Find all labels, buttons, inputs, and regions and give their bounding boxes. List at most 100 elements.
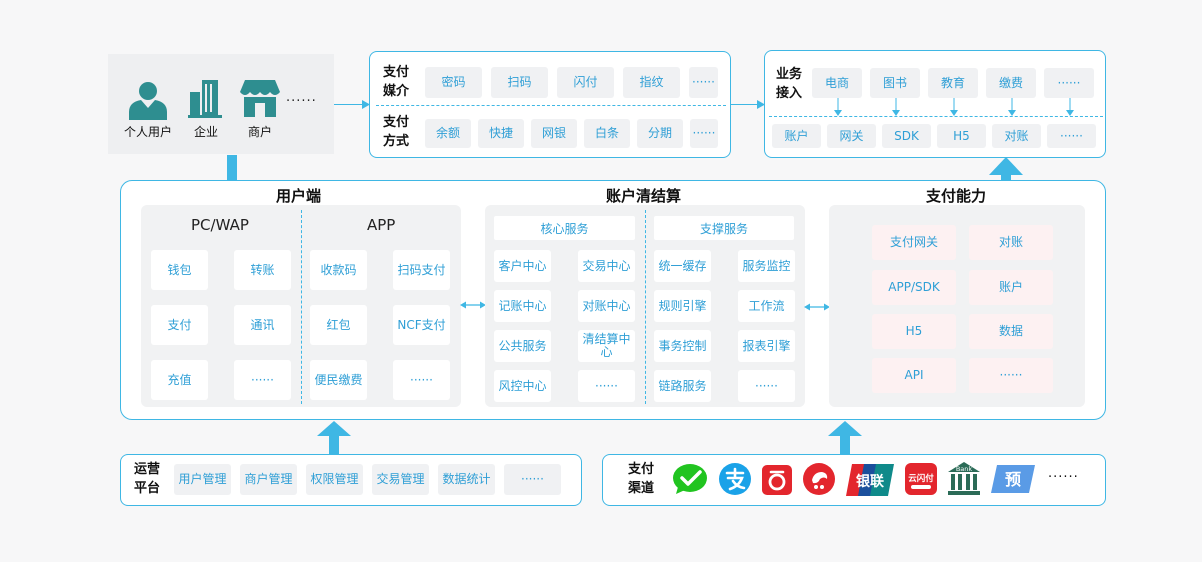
media-item-flash[interactable]: 闪付 [557,67,614,98]
wechat-pay-icon[interactable] [672,463,708,495]
core-item-clearing[interactable]: 清结算中 心 [578,330,635,362]
cap-item-more[interactable]: ······ [969,358,1053,393]
core-item-reconcile[interactable]: 对账中心 [578,290,635,322]
cap-item-reconcile[interactable]: 对账 [969,225,1053,260]
up-arrow-ops-icon [317,421,351,455]
support-item-rules[interactable]: 规则引擎 [654,290,711,322]
bank-icon[interactable]: Bank [947,460,981,496]
support-item-tracing[interactable]: 链路服务 [654,370,711,402]
method-label: 支付 方式 [383,115,410,149]
media-item-fingerprint[interactable]: 指纹 [623,67,680,98]
support-item-transaction[interactable]: 事务控制 [654,330,711,362]
cap-item-gateway[interactable]: 支付网关 [872,225,956,260]
ops-item-merchants[interactable]: 商户管理 [240,464,297,495]
pc-item-topup[interactable]: 充值 [151,360,208,400]
business-label: 业务 接入 [776,67,803,101]
method-item-ebank[interactable]: 网银 [531,119,577,148]
cap-item-h5[interactable]: H5 [872,314,956,349]
ops-item-trades[interactable]: 交易管理 [372,464,429,495]
pc-item-more[interactable]: ······ [234,360,291,400]
person-icon [129,82,167,120]
user-label-merchant: 商户 [247,125,272,139]
cap-item-data[interactable]: 数据 [969,314,1053,349]
ops-label: 运营 平台 [134,462,161,496]
pc-item-wallet[interactable]: 钱包 [151,250,208,290]
pc-item-comm[interactable]: 通讯 [234,305,291,345]
media-label: 支付 媒介 [383,65,410,99]
shop-icon [240,80,280,117]
user-end-divider [301,210,302,404]
business-item-more[interactable]: ······ [1044,68,1094,98]
support-item-cache[interactable]: 统一缓存 [654,250,711,282]
bank-text: Bank [956,465,973,473]
core-item-trade[interactable]: 交易中心 [578,250,635,282]
user-label-individual: 个人用户 [123,125,172,139]
business-sub-gateway[interactable]: 网关 [827,124,876,148]
business-sub-more[interactable]: ······ [1047,124,1096,148]
media-item-more[interactable]: ······ [689,67,718,98]
app-item-red-packet[interactable]: 红包 [310,305,367,345]
building-icon [188,80,222,118]
app-item-scan-pay[interactable]: 扫码支付 [393,250,450,290]
cap-item-account[interactable]: 账户 [969,270,1053,305]
method-item-more[interactable]: ······ [690,119,718,148]
business-sub-h5[interactable]: H5 [937,124,986,148]
arrow-media-to-business [731,104,759,105]
media-item-scan[interactable]: 扫码 [491,67,548,98]
method-item-balance[interactable]: 余额 [425,119,471,148]
netease-pay-icon[interactable] [762,465,792,495]
unionpay-icon[interactable]: 银联 [846,464,894,496]
cap-item-api[interactable]: API [872,358,956,393]
app-item-receive-code[interactable]: 收款码 [310,250,367,290]
core-item-public[interactable]: 公共服务 [494,330,551,362]
cap-item-app-sdk[interactable]: APP/SDK [872,270,956,305]
business-item-education[interactable]: 教育 [928,68,978,98]
user-label-enterprise: 企业 [193,125,218,139]
bidirectional-arrow-icon [460,301,486,309]
business-down-arrows [834,98,1074,116]
business-item-bills[interactable]: 缴费 [986,68,1036,98]
core-item-bookkeeping[interactable]: 记账中心 [494,290,551,322]
pc-item-pay[interactable]: 支付 [151,305,208,345]
business-item-books[interactable]: 图书 [870,68,920,98]
prepaid-icon[interactable]: 预 [991,465,1035,493]
core-item-more[interactable]: ······ [578,370,635,402]
business-item-ecommerce[interactable]: 电商 [812,68,862,98]
method-item-quick[interactable]: 快捷 [478,119,524,148]
business-sub-reconcile[interactable]: 对账 [992,124,1041,148]
users-more: ······ [286,94,317,109]
method-item-installment[interactable]: 分期 [637,119,683,148]
jd-pay-icon[interactable] [802,462,836,496]
channel-label: 支付 渠道 [628,462,655,496]
media-item-password[interactable]: 密码 [425,67,482,98]
alipay-icon[interactable] [718,462,752,496]
arrow-head-icon [757,100,765,109]
support-item-report[interactable]: 报表引擎 [738,330,795,362]
ops-item-permissions[interactable]: 权限管理 [306,464,363,495]
support-item-monitor[interactable]: 服务监控 [738,250,795,282]
core-item-risk[interactable]: 风控中心 [494,370,551,402]
arrow-head-icon [362,100,370,109]
cloud-quickpass-icon[interactable]: 云闪付 [904,462,938,496]
business-sub-account[interactable]: 账户 [772,124,821,148]
ops-item-users[interactable]: 用户管理 [174,464,231,495]
media-divider [376,105,726,106]
channel-more: ······ [1048,470,1079,485]
core-item-customer[interactable]: 客户中心 [494,250,551,282]
app-item-utilities[interactable]: 便民缴费 [310,360,367,400]
business-sub-sdk[interactable]: SDK [882,124,931,148]
pc-item-transfer[interactable]: 转账 [234,250,291,290]
support-item-workflow[interactable]: 工作流 [738,290,795,322]
app-item-more[interactable]: ······ [393,360,450,400]
user-end-title: 用户端 [276,187,322,205]
ops-item-stats[interactable]: 数据统计 [438,464,495,495]
settlement-title: 账户清结算 [606,187,682,205]
support-item-more[interactable]: ······ [738,370,795,402]
quickpass-text: 云闪付 [908,473,934,484]
ops-item-more[interactable]: ······ [504,464,561,495]
up-arrow-channel-icon [828,421,862,455]
app-item-ncf-pay[interactable]: NCF支付 [393,305,450,345]
arrow-users-to-media [334,104,364,105]
method-item-baitiao[interactable]: 白条 [584,119,630,148]
core-services-header: 核心服务 [494,216,635,240]
